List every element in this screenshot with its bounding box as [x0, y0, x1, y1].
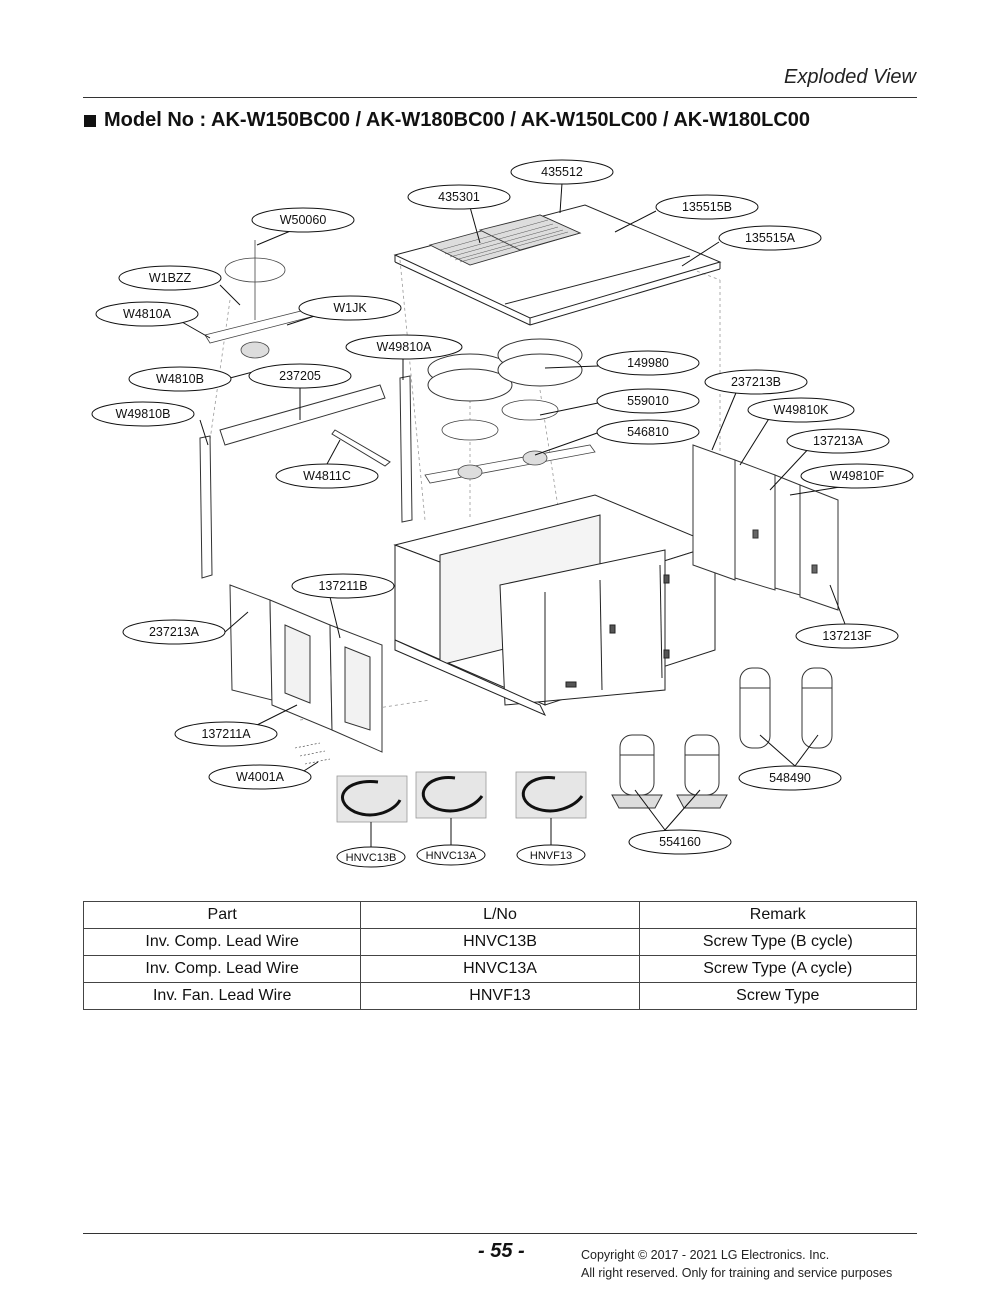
callout-label: W4811C [303, 469, 351, 483]
header-divider [83, 97, 917, 98]
model-title-text: Model No : AK-W150BC00 / AK-W180BC00 / A… [104, 109, 811, 131]
callout-label: HNVC13B [346, 852, 397, 864]
square-bullet-icon [84, 114, 96, 127]
column-header-part: Part [82, 901, 362, 929]
lead-wire-table: Part L/No Remark Inv. Comp. Lead Wire HN… [82, 901, 918, 1010]
table-header-row: Part L/No Remark [82, 901, 918, 929]
column-header-remark: Remark [638, 901, 918, 929]
callout-label: W49810A [377, 340, 433, 354]
copyright-notice: Copyright © 2017 - 2021 LG Electronics. … [581, 1246, 892, 1282]
callout-label: W49810K [774, 403, 830, 417]
callout-label: W1JK [333, 301, 367, 315]
table-cell: Screw Type (A cycle) [638, 955, 918, 983]
callout-label: 559010 [627, 394, 669, 408]
callout-label: 237213A [149, 625, 200, 639]
section-title: Exploded View [784, 66, 916, 88]
table-cell: HNVC13B [360, 928, 640, 956]
copyright-line: All right reserved. Only for training an… [581, 1266, 893, 1280]
table-cell: HNVC13A [360, 955, 640, 983]
table-row: Inv. Fan. Lead Wire HNVF13 Screw Type [82, 982, 918, 1010]
callout-label: 554160 [659, 835, 701, 849]
callout-label: 149980 [627, 356, 669, 370]
table-cell: Screw Type (B cycle) [638, 928, 918, 956]
model-title: Model No : AK-W150BC00 / AK-W180BC00 / A… [84, 109, 810, 132]
table-row: Inv. Comp. Lead Wire HNVC13A Screw Type … [82, 955, 918, 983]
callout-label: W4001A [236, 770, 285, 784]
exploded-view-diagram: 435512 435301 135515B W50060 135515A W1B… [0, 150, 1000, 880]
page-number: - 55 - [478, 1240, 525, 1262]
table-row: Inv. Comp. Lead Wire HNVC13B Screw Type … [82, 928, 918, 956]
callout-label: HNVF13 [530, 850, 572, 862]
callout-label: 237213B [731, 375, 781, 389]
table-cell: Inv. Comp. Lead Wire [82, 928, 362, 956]
callout-label: 137211A [201, 727, 251, 741]
callout-label: 435301 [438, 190, 480, 204]
exploded-view-svg: 435512 435301 135515B W50060 135515A W1B… [91, 159, 914, 868]
column-header-lno: L/No [360, 901, 640, 929]
callout-label: 546810 [627, 425, 669, 439]
callout-label: 135515B [682, 200, 732, 214]
callout-label: W4810A [123, 307, 172, 321]
table-cell: HNVF13 [360, 982, 640, 1010]
callout-label: W49810B [116, 407, 171, 421]
callout-label: 135515A [745, 231, 796, 245]
callout-label: W50060 [280, 213, 327, 227]
callout-label: W49810F [830, 469, 885, 483]
table-cell: Inv. Comp. Lead Wire [82, 955, 362, 983]
copyright-line: Copyright © 2017 - 2021 LG Electronics. … [581, 1248, 830, 1262]
callout-label: W4810B [156, 372, 204, 386]
table-cell: Inv. Fan. Lead Wire [82, 982, 362, 1010]
callout-label: W1BZZ [149, 271, 192, 285]
callout-label: 237205 [279, 369, 321, 383]
callout-label: HNVC13A [426, 850, 477, 862]
callout-label: 137213F [822, 629, 872, 643]
table-cell: Screw Type [638, 982, 918, 1010]
callout-label: 548490 [769, 771, 811, 785]
callout-label: 137211B [318, 579, 367, 593]
callout-label: 435512 [541, 165, 583, 179]
callout-label: 137213A [813, 434, 864, 448]
footer-divider [83, 1233, 917, 1234]
